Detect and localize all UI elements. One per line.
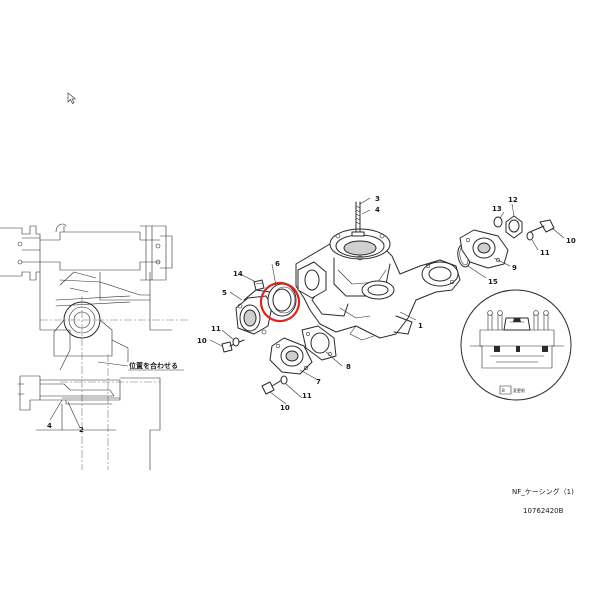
callout-6: 6: [275, 260, 280, 268]
callout-1: 1: [418, 322, 423, 330]
part-3-4-stud: [351, 201, 365, 237]
part-9-cover: [459, 229, 509, 269]
callout-13: 13: [492, 205, 502, 213]
align-position-note: 位置を合わせる: [129, 361, 178, 370]
callout-5: 5: [222, 289, 227, 297]
callout-10-left: 10: [197, 337, 207, 345]
left-detail-view: 位置を合わせる 4 2: [0, 223, 190, 471]
callout-15: 15: [488, 278, 498, 286]
callout-10-bottom: 10: [280, 404, 290, 412]
callout-10-right: 10: [566, 237, 576, 245]
highlight-circle: [259, 281, 301, 323]
part-6-seal-ring: [259, 281, 301, 323]
part-5-elbow: [235, 289, 273, 335]
caption: NF_ケーシング（1) 10762420B: [512, 487, 574, 515]
part-11-washer-right: [526, 231, 534, 241]
detail-inset: B 変更前: [460, 289, 572, 401]
part-14-nut: [253, 279, 265, 291]
inset-note: 変更前: [513, 387, 525, 393]
part-10-bolt-bottom: [261, 379, 283, 395]
callout-4: 4: [375, 206, 380, 214]
callout-11-bottom: 11: [302, 392, 312, 400]
caption-code: 10762420B: [523, 507, 564, 515]
mouse-pointer-icon: [67, 92, 77, 104]
part-11-washer-bottom: [280, 375, 288, 385]
main-exploded-view: 1 3 4 5 6 7 8 9 10 10 10 11 11 11 12 13 …: [197, 195, 576, 412]
callout-11-right: 11: [540, 249, 550, 257]
detail-callout-4: 4: [47, 422, 52, 430]
part-12-plug: [505, 215, 523, 239]
inset-tag: B: [502, 388, 505, 393]
part-13-washer: [493, 216, 503, 228]
part-10-bolt-left: [221, 339, 245, 353]
callout-11-left: 11: [211, 325, 221, 333]
callout-9: 9: [512, 264, 517, 272]
callout-12: 12: [508, 196, 518, 204]
callout-14: 14: [233, 270, 243, 278]
detail-callout-2: 2: [79, 426, 84, 434]
part-7-flange: [269, 337, 313, 375]
part-10-bolt-right: [529, 219, 555, 233]
callout-3: 3: [375, 195, 380, 203]
caption-title: NF_ケーシング（1): [512, 487, 574, 496]
part-1-casing: [295, 228, 461, 341]
callout-8: 8: [346, 363, 351, 371]
part-11-washer-left: [232, 337, 240, 347]
callout-7: 7: [316, 378, 321, 386]
leader-lines: [209, 197, 565, 405]
